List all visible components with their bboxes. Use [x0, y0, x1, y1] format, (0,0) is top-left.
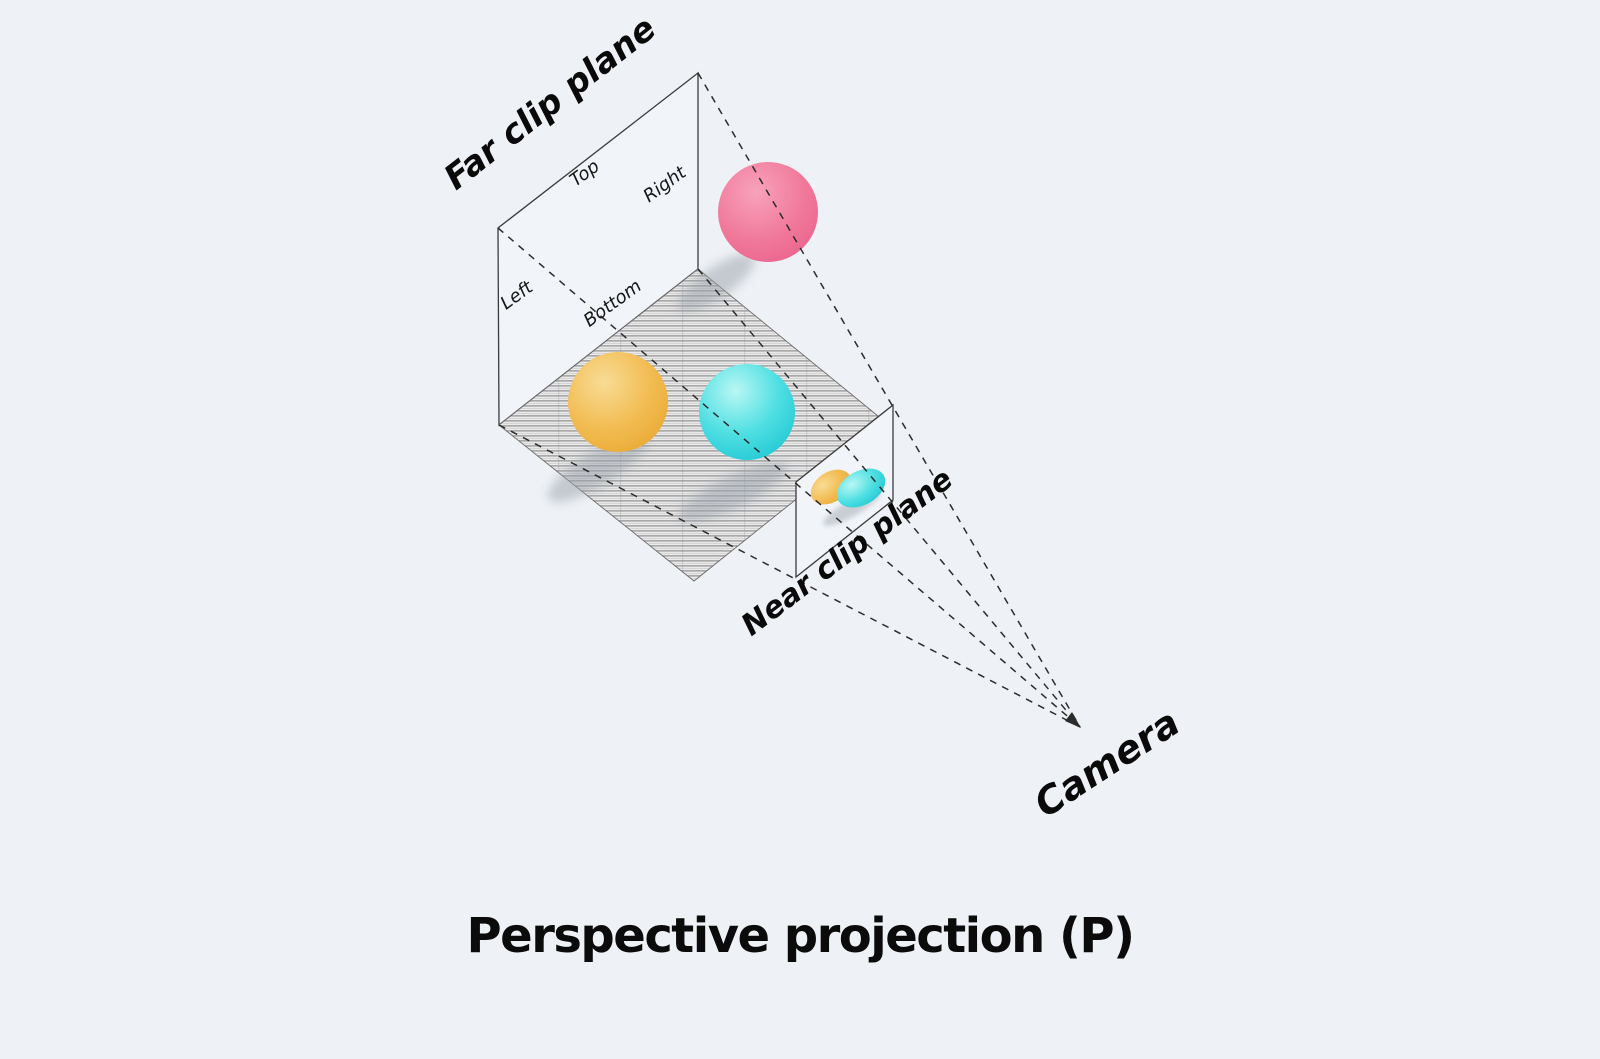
projection-ray-top-right: [697, 72, 1081, 728]
cyan-sphere-shadow: [678, 462, 788, 522]
yellow-sphere: [568, 352, 668, 452]
camera-convergence-arrow-icon: [1065, 712, 1081, 728]
pink-sphere: [718, 162, 818, 262]
projection-ray-bottom-right: [697, 268, 1081, 728]
cyan-sphere: [699, 364, 795, 460]
projection-rays: [497, 72, 1081, 728]
projection-ray-top-left: [497, 227, 1081, 728]
diagram-title: Perspective projection (P): [466, 908, 1133, 964]
pink-sphere-shadow: [677, 253, 755, 313]
projection-ray-bottom-left: [498, 424, 1081, 728]
frustum-floor: [498, 268, 890, 582]
